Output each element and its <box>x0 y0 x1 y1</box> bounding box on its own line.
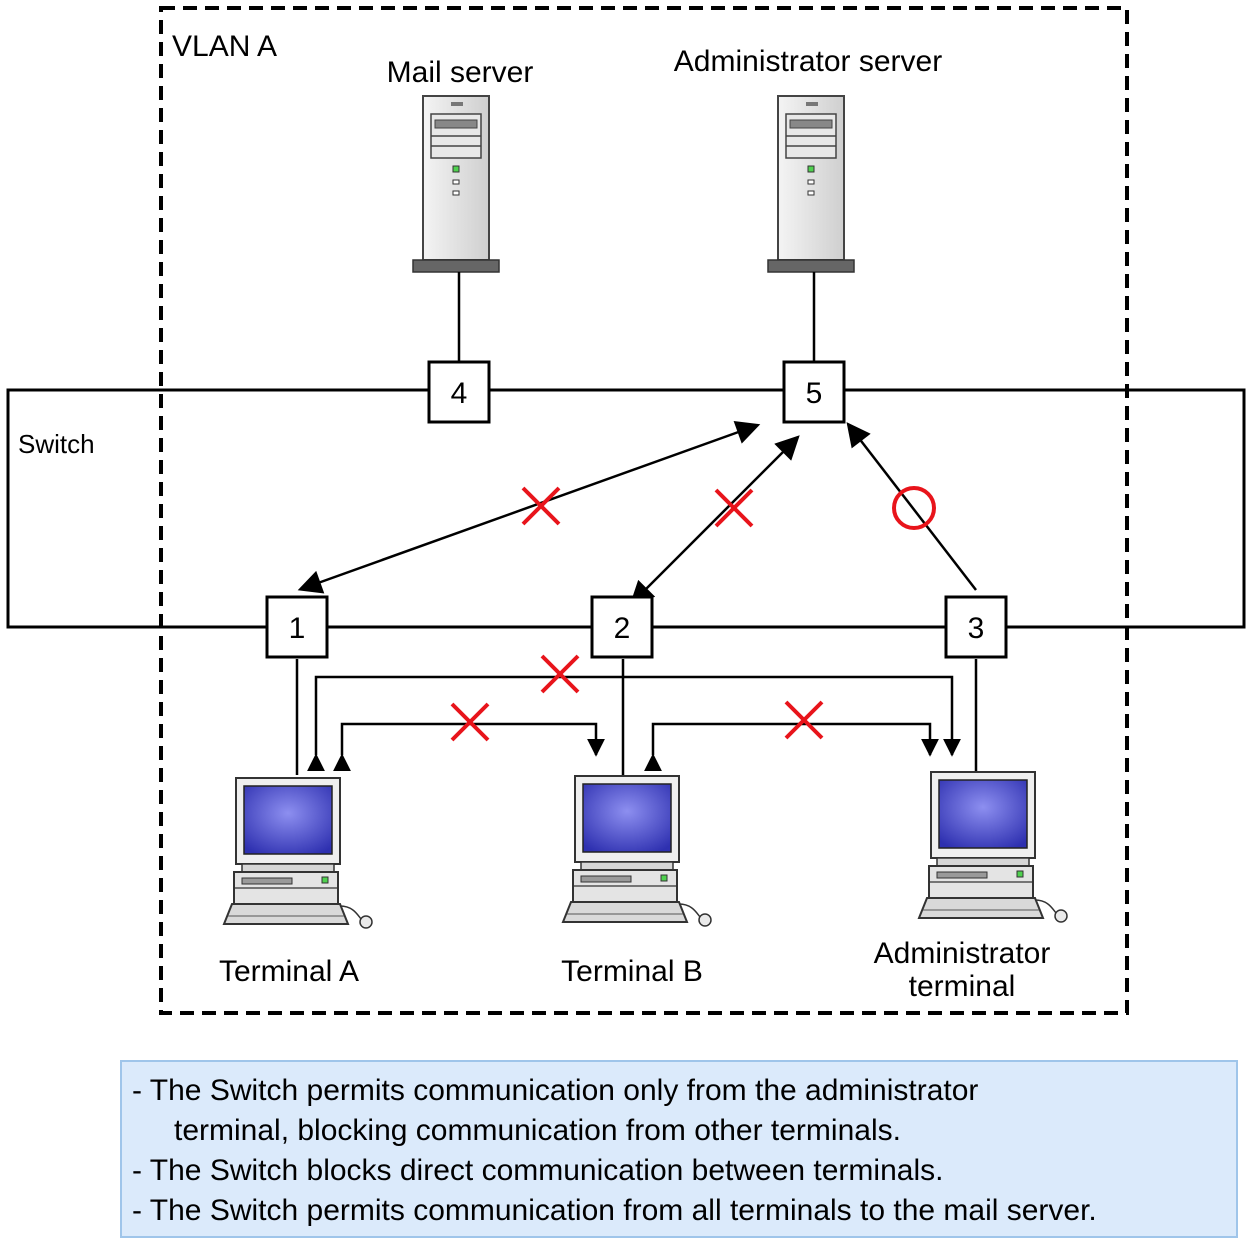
vlan-label: VLAN A <box>172 30 277 63</box>
note-line-4: - The Switch permits communication from … <box>132 1194 1097 1227</box>
circle-mark-icon <box>892 486 936 530</box>
admin-terminal-icon <box>918 771 1068 923</box>
vlan-boundary <box>159 6 1129 1015</box>
cross-mark-icon <box>784 700 824 740</box>
route-terminal-a-b <box>333 722 605 772</box>
terminal-b-label: Terminal B <box>561 955 703 988</box>
port-4: 4 <box>427 360 491 424</box>
port-3: 3 <box>944 595 1008 659</box>
note-line-2: terminal, blocking communication from ot… <box>174 1114 901 1147</box>
arrow-port3-port5 <box>846 422 977 591</box>
port-4-label: 4 <box>451 377 468 410</box>
note-line-3: - The Switch blocks direct communication… <box>132 1154 944 1187</box>
port-5-label: 5 <box>806 377 823 410</box>
admin-server-icon <box>767 95 855 273</box>
terminal-b-icon <box>562 775 712 927</box>
port-1: 1 <box>265 595 329 659</box>
switch-outline <box>6 388 1246 629</box>
port-5: 5 <box>782 360 846 424</box>
switch-label: Switch <box>18 429 95 459</box>
cross-mark-icon <box>450 702 490 742</box>
port-1-label: 1 <box>289 612 306 645</box>
terminal-a-label: Terminal A <box>219 955 359 988</box>
admin-server-label: Administrator server <box>674 45 942 78</box>
cross-mark-icon <box>540 654 580 694</box>
cross-mark-icon <box>714 488 754 528</box>
notes-box: - The Switch permits communication only … <box>120 1060 1238 1238</box>
port-2: 2 <box>590 595 654 659</box>
arrow-port2-port5 <box>629 435 800 606</box>
mail-server-icon <box>412 95 500 273</box>
admin-terminal-label-line1: Administrator <box>874 937 1051 970</box>
route-terminal-a-admin <box>307 675 961 772</box>
port-3-label: 3 <box>968 612 985 645</box>
note-line-1: - The Switch permits communication only … <box>132 1074 979 1107</box>
cross-mark-icon <box>521 486 561 526</box>
mail-server-label: Mail server <box>387 56 534 89</box>
route-terminal-b-admin <box>644 722 939 772</box>
port-2-label: 2 <box>614 612 631 645</box>
network-diagram: VLAN A Switch Mail server Administrator … <box>6 6 1246 1015</box>
admin-terminal-label-line2: terminal <box>909 970 1016 1003</box>
terminal-a-icon <box>223 777 373 929</box>
